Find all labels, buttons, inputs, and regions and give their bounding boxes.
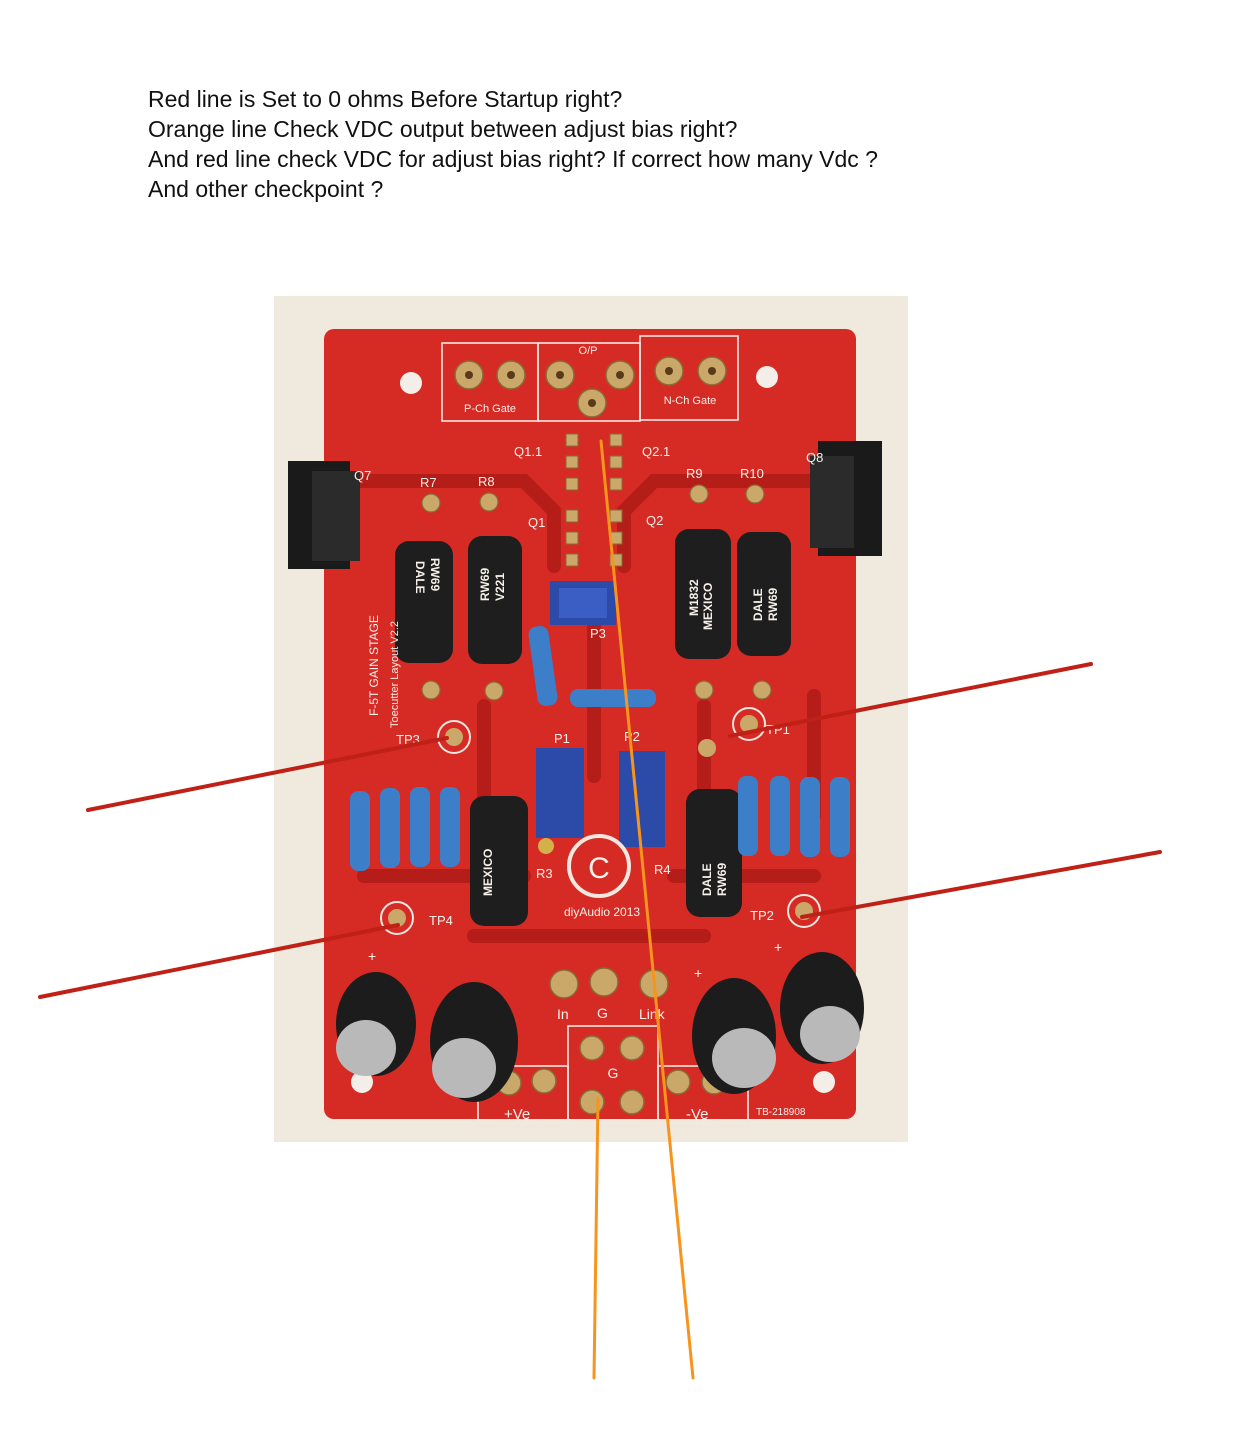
- cap-plus-right: +: [774, 939, 782, 955]
- stage-silkscreen: F-5T GAIN STAGE: [367, 615, 381, 716]
- trimmer-screw-icon: [538, 838, 554, 854]
- question-line-1: Red line is Set to 0 ohms Before Startup…: [148, 86, 623, 112]
- r4-mark-rw69: RW69: [715, 863, 729, 896]
- pcb-illustration: P-Ch Gate O/P N-Ch Gate Q1.1 Q2.1 Q1 Q2 …: [288, 329, 882, 1127]
- bottom-connector-pads: [496, 1035, 727, 1115]
- test-point-rings: [380, 707, 821, 935]
- red-line-tp4: [38, 923, 400, 999]
- pcb-photo: P-Ch Gate O/P N-Ch Gate Q1.1 Q2.1 Q1 Q2 …: [274, 296, 908, 1142]
- logo-letter: C: [588, 852, 610, 885]
- transistor-pads: [565, 433, 623, 567]
- top-connector-holes: [465, 367, 716, 407]
- red-line-tp1: [728, 662, 1093, 738]
- p-gate-label: P-Ch Gate: [464, 403, 516, 415]
- r10-mark-dale: DALE: [751, 588, 765, 621]
- r10-mark-rw69: RW69: [766, 588, 780, 621]
- neg-ve-label: -Ve: [686, 1106, 709, 1123]
- orange-annotation-lines: [592, 439, 695, 1380]
- resistor-bank-right: [738, 776, 850, 857]
- p2-trimmer: [619, 751, 665, 847]
- credit-silkscreen: Toecutter Layout V2.2: [389, 621, 401, 728]
- electrolytic-capacitors: [336, 952, 864, 1102]
- resistor-markings: DALE RW69 RW69 V221 M1832 MEXICO DALE RW…: [413, 558, 780, 896]
- input-pads: [549, 967, 669, 999]
- r10-label: R10: [740, 466, 764, 481]
- ground-label: G: [608, 1065, 619, 1081]
- question-line-3: And red line check VDC for adjust bias r…: [148, 146, 878, 172]
- op-label: O/P: [579, 345, 598, 357]
- q1-label: Q1: [528, 515, 545, 530]
- r8-mark-rw69: RW69: [478, 568, 492, 601]
- orange-line-output: [599, 439, 695, 1380]
- resistor-bank-left: [350, 787, 460, 871]
- r9-mark-m1832: M1832: [687, 579, 701, 616]
- r7-mark-dale: DALE: [413, 561, 427, 594]
- n-gate-label: N-Ch Gate: [664, 395, 717, 407]
- r7-label: R7: [420, 475, 437, 490]
- r4-mark-dale: DALE: [700, 863, 714, 896]
- serial-silkscreen: TB-218908: [756, 1107, 806, 1118]
- q8-body: [810, 456, 854, 548]
- q21-label: Q2.1: [642, 444, 670, 459]
- q7-label: Q7: [354, 468, 371, 483]
- question-line-4: And other checkpoint ?: [148, 176, 384, 202]
- q2-label: Q2: [646, 513, 663, 528]
- p1-trimmer: [536, 748, 584, 838]
- q11-label: Q1.1: [514, 444, 542, 459]
- q7-body: [312, 471, 360, 561]
- small-resistors-center: [528, 626, 656, 707]
- p2-label: P2: [624, 729, 640, 744]
- r8-mark-v221: V221: [493, 573, 507, 601]
- red-annotation-lines: [38, 662, 1162, 999]
- red-line-tp3: [86, 736, 449, 812]
- p3-trimmer-face: [559, 588, 607, 618]
- p3-label: P3: [590, 626, 606, 641]
- brand-silkscreen: diyAudio 2013: [564, 905, 640, 919]
- input-g-label: G: [597, 1005, 608, 1021]
- cap-plus-mid: +: [694, 965, 702, 981]
- p1-label: P1: [554, 731, 570, 746]
- tp4-label: TP4: [429, 913, 453, 928]
- mounting-holes: [351, 366, 835, 1093]
- r7-mark-rw69: RW69: [428, 558, 442, 591]
- question-text: Red line is Set to 0 ohms Before Startup…: [148, 84, 1108, 204]
- r3-label: R3: [536, 866, 553, 881]
- red-line-tp2: [800, 850, 1162, 919]
- pos-ve-label: +Ve: [504, 1106, 530, 1123]
- question-line-2: Orange line Check VDC output between adj…: [148, 116, 738, 142]
- r4-label: R4: [654, 862, 671, 877]
- top-connector-outlines: [441, 335, 739, 422]
- r9-label: R9: [686, 466, 703, 481]
- test-point-pads: [388, 715, 813, 927]
- r8-label: R8: [478, 474, 495, 489]
- r3-mark-mexico: MEXICO: [481, 849, 495, 896]
- in-label: In: [557, 1006, 569, 1022]
- q8-label: Q8: [806, 450, 823, 465]
- orange-line-ground: [592, 1096, 600, 1380]
- cap-plus-left: +: [368, 948, 376, 964]
- tp2-label: TP2: [750, 908, 774, 923]
- diyaudio-logo-icon: [567, 834, 631, 898]
- wirewound-resistors: [395, 529, 791, 926]
- r9-mark-mexico: MEXICO: [701, 583, 715, 630]
- power-resistor-pads: [421, 484, 772, 701]
